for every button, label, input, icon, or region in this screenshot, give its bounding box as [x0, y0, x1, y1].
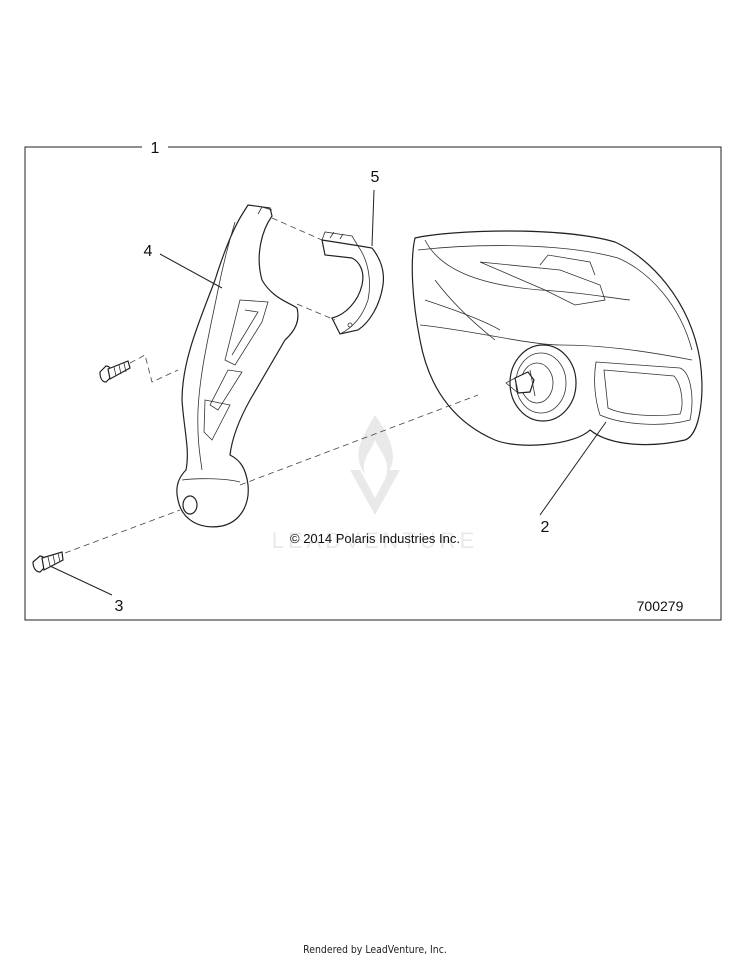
watermark-text: LEADVENTURE — [272, 528, 479, 553]
callout-3: 3 — [115, 598, 124, 615]
part-bracket — [176, 204, 299, 528]
rendered-by-footer: Rendered by LeadVenture, Inc. — [303, 943, 447, 956]
part-screw-short — [99, 360, 131, 383]
leadventure-watermark: LEADVENTURE — [272, 415, 479, 553]
diagram-part-number: 700279 — [637, 598, 684, 614]
diagram-frame — [24, 146, 722, 621]
leader-lines — [49, 189, 607, 596]
part-screw-long — [32, 551, 64, 573]
part-clamp — [321, 231, 385, 335]
callout-4: 4 — [144, 243, 153, 260]
callout-2: 2 — [541, 519, 550, 536]
part-cover — [411, 230, 703, 446]
callout-1: 1 — [151, 140, 160, 157]
callout-5: 5 — [371, 169, 380, 186]
copyright-text: © 2014 Polaris Industries Inc. — [290, 531, 460, 546]
assembly-lines — [64, 217, 479, 554]
